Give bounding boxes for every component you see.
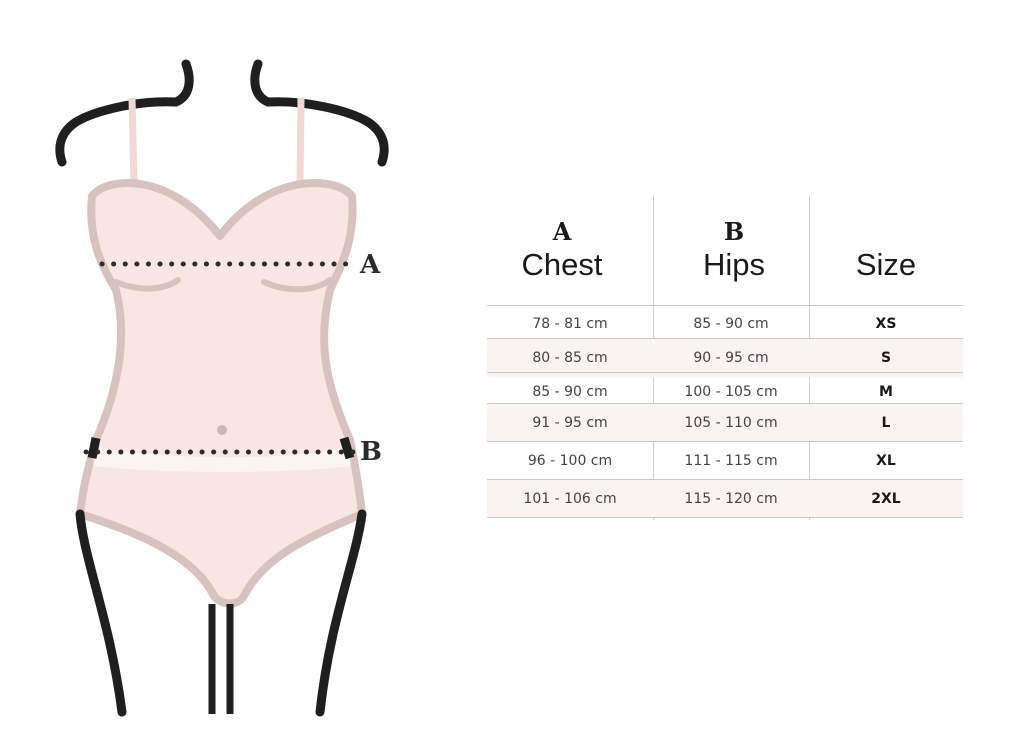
navel [217,425,227,435]
hips-cell: 115 - 120 cm [684,491,778,507]
size-cell: L [881,415,891,431]
left-underbust [113,277,181,292]
table-row: 96 - 100 cm 111 - 115 cm XL [487,442,963,480]
waistband [92,446,352,472]
size-cell: M [879,384,893,400]
size-cell: XS [875,316,897,332]
right-leg-outline [315,509,367,717]
chest-cell: 101 - 106 cm [523,491,617,507]
row-divider [487,403,963,404]
chest-cell: 85 - 90 cm [532,384,608,400]
header-hips-letter: B [723,217,745,246]
hips-cell: 90 - 95 cm [693,350,769,366]
header-chest-word: Chest [521,247,603,282]
header-size: Size [809,217,963,283]
header-divider [487,305,963,306]
bodysuit-figure [55,59,389,717]
header-hips-word: Hips [702,247,765,282]
row-divider [487,441,963,442]
header-size-letter [809,217,963,247]
bodysuit-body [76,178,366,608]
table-row: 80 - 85 cm 90 - 95 cm S [487,339,963,377]
left-shoulder-outline [55,59,194,167]
left-hip-mark [87,437,101,459]
right-hip-mark [339,436,355,460]
left-strap [128,97,138,185]
chest-cell: 91 - 95 cm [532,415,608,431]
size-cell: S [880,350,892,366]
right-strap [296,97,305,183]
table-row: 91 - 95 cm 105 - 110 cm L [487,404,963,442]
row-divider [487,372,963,373]
hips-cell: 85 - 90 cm [693,316,769,332]
table-row: 78 - 81 cm 85 - 90 cm XS [487,305,963,343]
row-divider [487,338,963,339]
table-row: 101 - 106 cm 115 - 120 cm 2XL [487,480,963,518]
row-divider [487,479,963,480]
hips-cell: 100 - 105 cm [684,384,778,400]
right-shoulder-outline [250,59,389,167]
chest-cell: 78 - 81 cm [532,316,608,332]
header-size-word: Size [855,247,917,282]
hips-marker-label: B [360,437,382,467]
row-divider [487,517,963,518]
table-row: 85 - 90 cm 100 - 105 cm M [487,373,963,411]
size-cell: XL [876,453,896,469]
header-chest: A Chest [487,217,637,283]
hips-cell: 111 - 115 cm [684,453,778,469]
chest-cell: 80 - 85 cm [532,350,608,366]
chest-marker-label: A [360,250,381,280]
hips-cell: 105 - 110 cm [684,415,778,431]
right-underbust [261,277,333,293]
header-chest-letter: A [552,217,572,246]
chest-cell: 96 - 100 cm [527,453,613,469]
header-hips: B Hips [657,217,811,283]
size-cell: 2XL [871,491,901,507]
left-leg-outline [75,509,127,717]
size-chart-table: A Chest B Hips Size 78 - 81 cm 85 - 90 c… [487,195,963,520]
